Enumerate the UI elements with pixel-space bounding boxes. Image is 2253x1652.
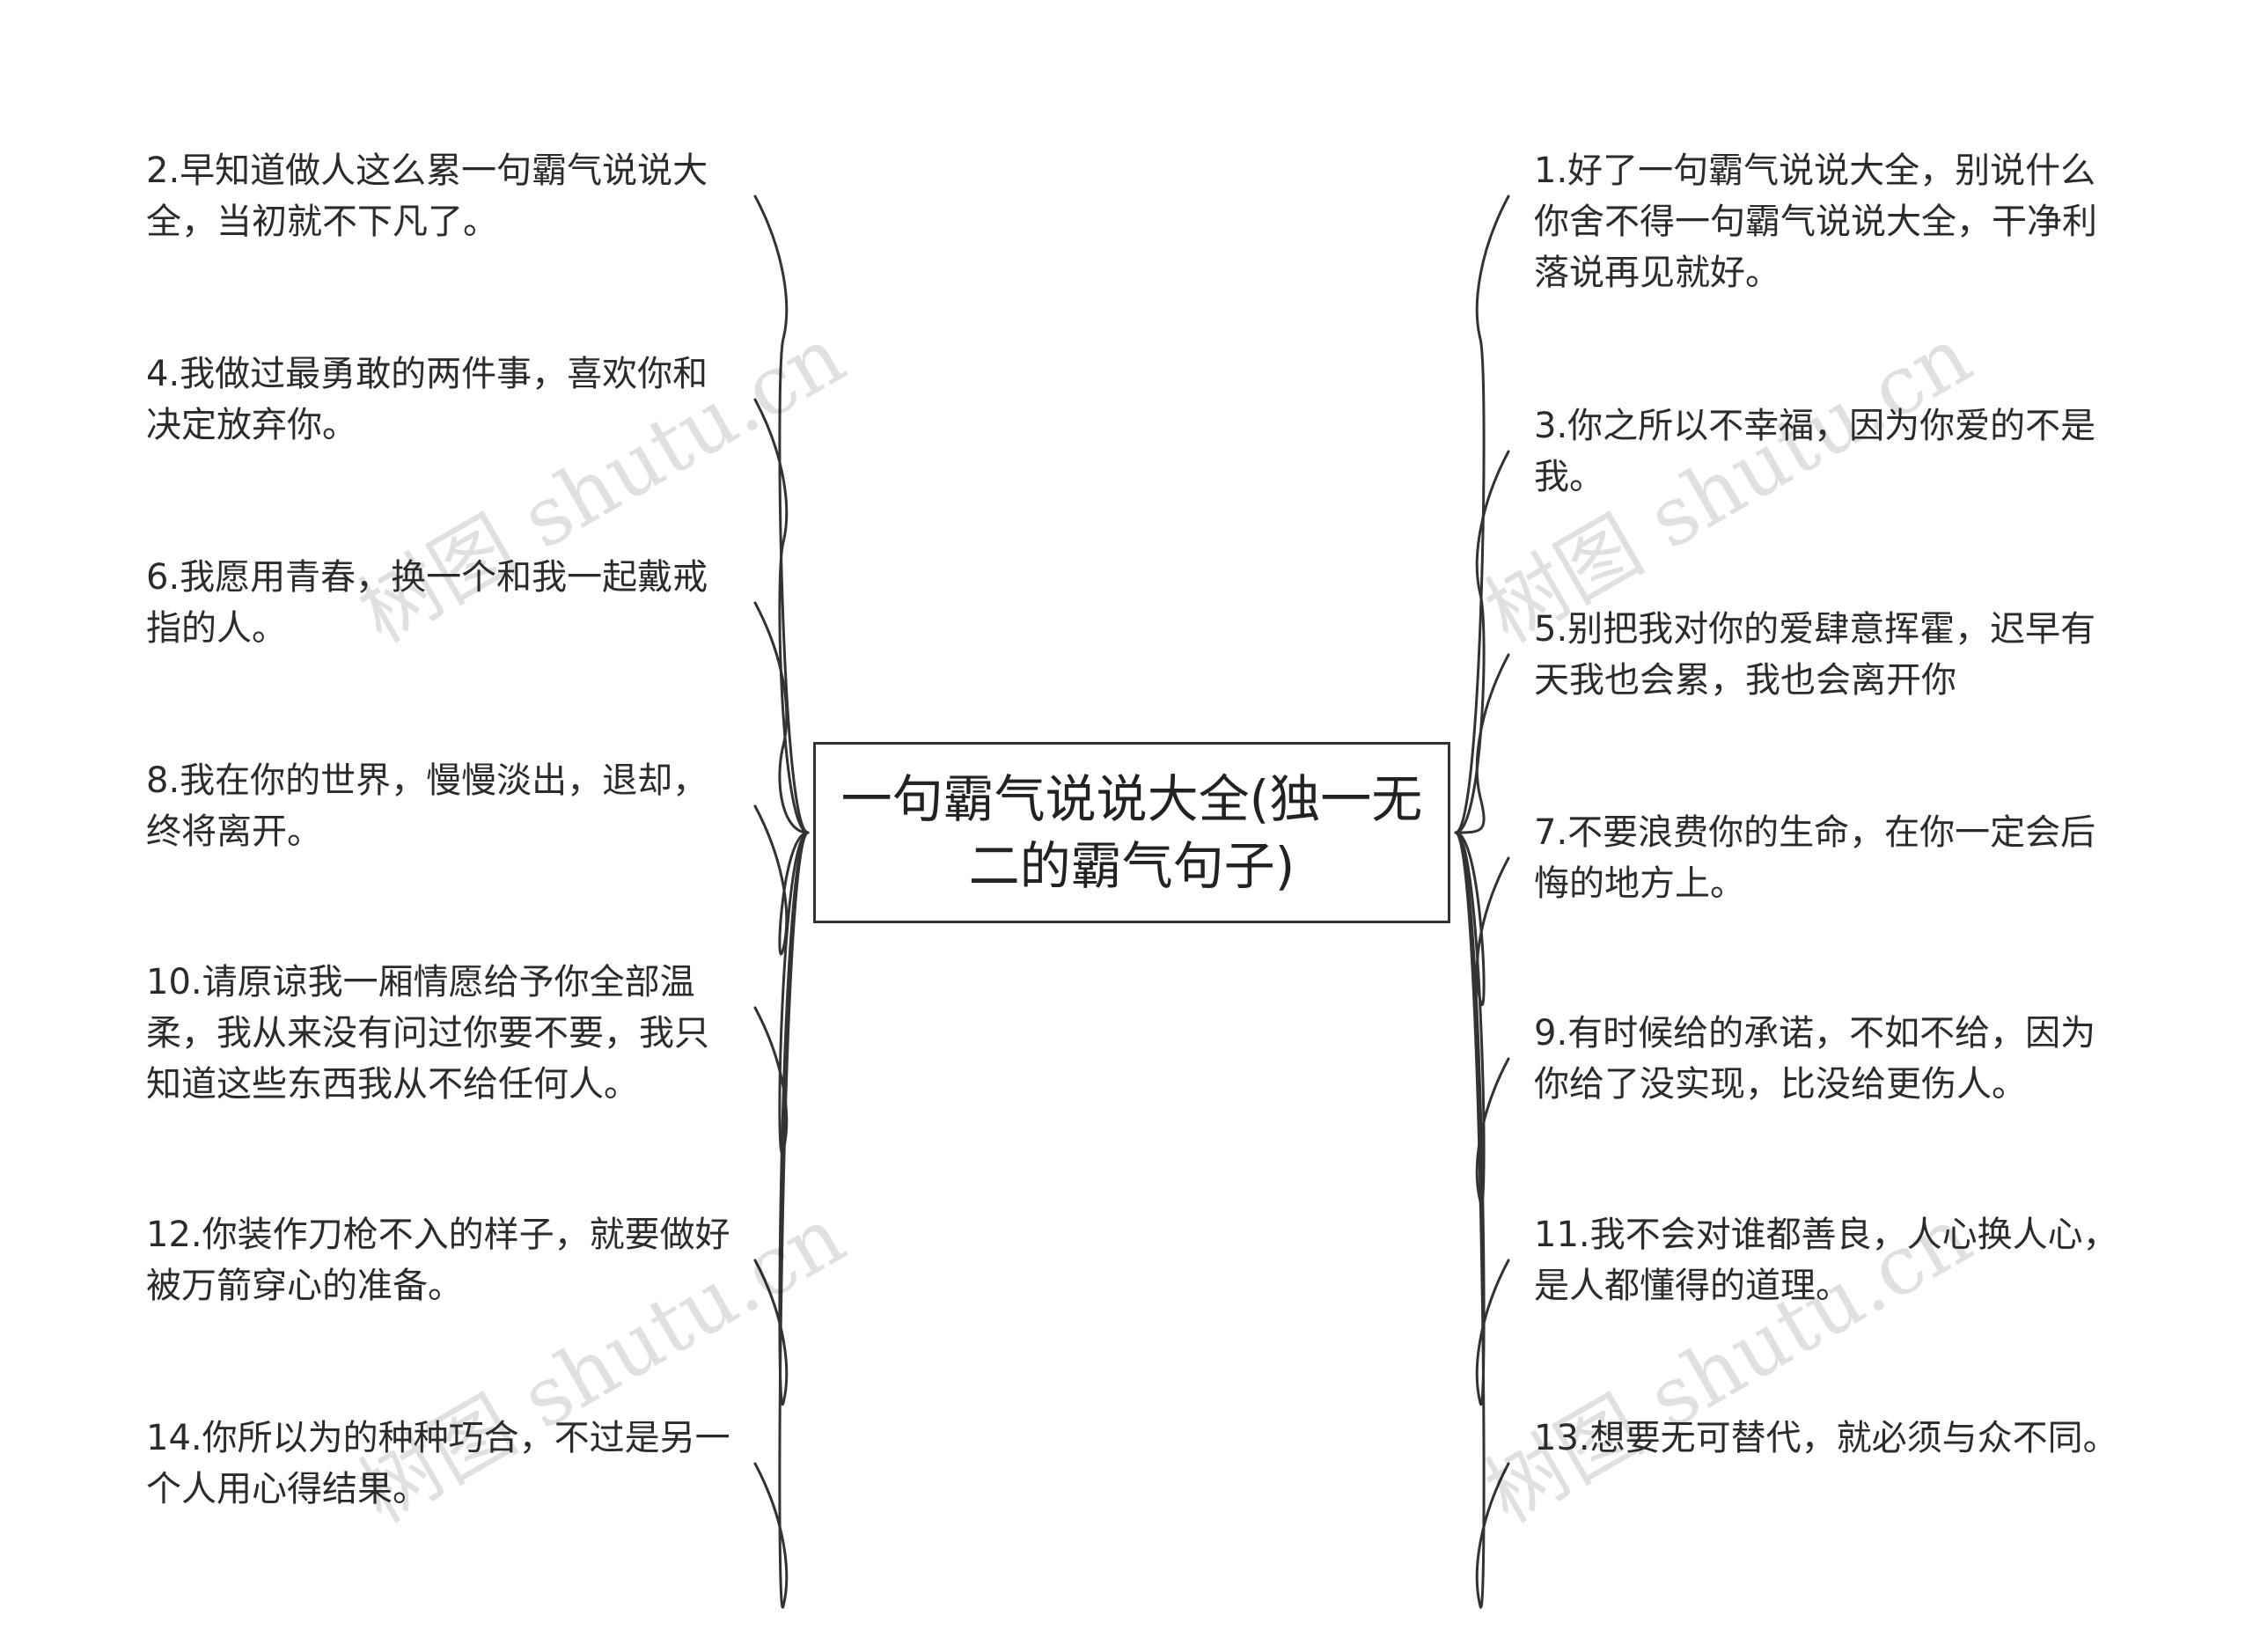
connector-right-1 bbox=[1454, 195, 1510, 834]
branch-topic-left-14[interactable]: 14.你所以为的种种巧合，不过是另一个人用心得结果。 bbox=[146, 1418, 730, 1509]
branch-topic-left-12[interactable]: 12.你装作刀枪不入的样子，就要做好被万箭穿心的准备。 bbox=[146, 1215, 730, 1306]
branch-topic-left-2[interactable]: 2.早知道做人这么累一句霸气说说大全，当初就不下凡了。 bbox=[146, 151, 708, 242]
branch-topic-left-8[interactable]: 8.我在你的世界，慢慢淡出，退却，终将离开。 bbox=[146, 760, 708, 852]
connector-left-4 bbox=[753, 804, 810, 956]
central-topic[interactable]: 一句霸气说说大全(独一无 二的霸气句子) bbox=[813, 742, 1450, 923]
connector-right-7 bbox=[1454, 831, 1510, 1609]
branch-topic-right-5[interactable]: 5.别把我对你的爱肆意挥霍，迟早有天我也会累，我也会离开你 bbox=[1534, 609, 2096, 701]
branch-topic-left-10[interactable]: 10.请原谅我一厢情愿给予你全部温柔，我从来没有问过你要不要，我只知道这些东西我… bbox=[146, 962, 709, 1105]
connector-left-2 bbox=[753, 398, 810, 834]
branch-topic-right-7[interactable]: 7.不要浪费你的生命，在你一定会后悔的地方上。 bbox=[1534, 812, 2096, 904]
branch-topic-right-3[interactable]: 3.你之所以不幸福，因为你爱的不是我。 bbox=[1534, 406, 2096, 497]
connector-left-7 bbox=[753, 831, 810, 1609]
connector-left-3 bbox=[753, 601, 810, 834]
central-topic-line-1: 一句霸气说说大全(独一无 bbox=[840, 769, 1423, 829]
connector-left-5 bbox=[753, 831, 810, 1155]
connector-right-3 bbox=[1454, 653, 1510, 834]
branch-topic-right-13[interactable]: 13.想要无可替代，就必须与众不同。 bbox=[1534, 1418, 2118, 1458]
connector-right-4 bbox=[1454, 831, 1510, 1006]
connector-right-2 bbox=[1454, 450, 1510, 834]
connector-left-1 bbox=[753, 195, 810, 834]
branch-topic-right-11[interactable]: 11.我不会对谁都善良，人心换人心，是人都懂得的道理。 bbox=[1534, 1215, 2118, 1306]
branch-topic-right-1[interactable]: 1.好了一句霸气说说大全，别说什么你舍不得一句霸气说说大全，干净利落说再见就好。 bbox=[1534, 151, 2097, 293]
central-topic-line-2: 二的霸气句子) bbox=[968, 836, 1295, 896]
branch-topic-left-6[interactable]: 6.我愿用青春，换一个和我一起戴戒指的人。 bbox=[146, 557, 708, 649]
branch-topic-right-9[interactable]: 9.有时候给的承诺，不如不给，因为你给了没实现，比没给更伤人。 bbox=[1534, 1013, 2096, 1105]
branch-topic-left-4[interactable]: 4.我做过最勇敢的两件事，喜欢你和决定放弃你。 bbox=[146, 354, 708, 445]
